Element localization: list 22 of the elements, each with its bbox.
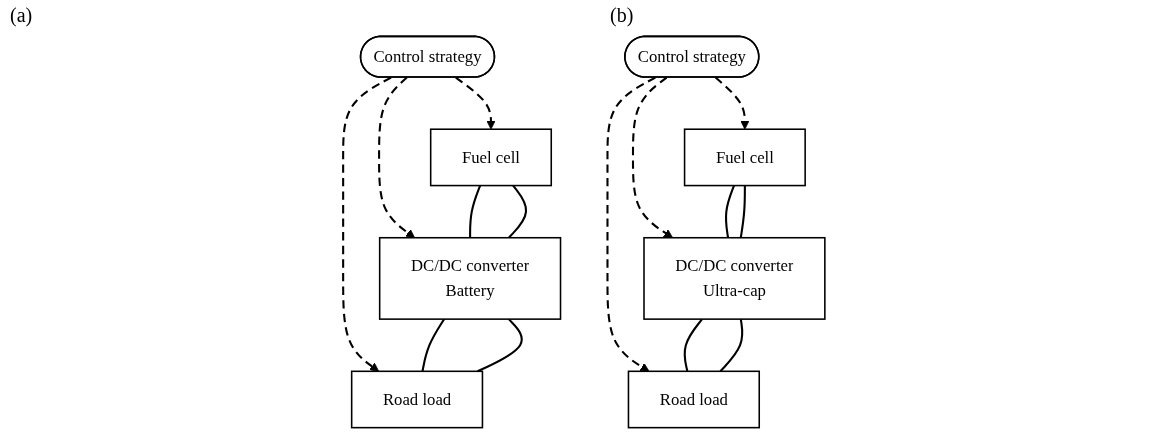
- connector: [421, 318, 445, 372]
- connector: [469, 185, 482, 238]
- arrow: [455, 76, 496, 130]
- arrow: [631, 76, 673, 239]
- connector: [724, 185, 735, 238]
- connector: [477, 318, 523, 373]
- arrow: [714, 76, 750, 130]
- arrow: [378, 76, 416, 239]
- node-box: Road load: [350, 370, 484, 429]
- node-box: DC/DC converter Battery: [378, 236, 562, 320]
- node-box: Fuel cell: [683, 128, 806, 187]
- connector: [508, 184, 528, 239]
- arrow: [342, 76, 392, 372]
- node-box: Fuel cell: [429, 128, 553, 187]
- connector: [719, 318, 744, 372]
- connector: [683, 318, 703, 372]
- panel-label: (a): [10, 4, 33, 27]
- node-box: DC/DC converter Ultra-cap: [643, 236, 826, 320]
- panel-label: (b): [610, 4, 634, 27]
- node-box: Road load: [627, 370, 761, 429]
- arrow: [606, 76, 656, 372]
- connector: [739, 185, 746, 238]
